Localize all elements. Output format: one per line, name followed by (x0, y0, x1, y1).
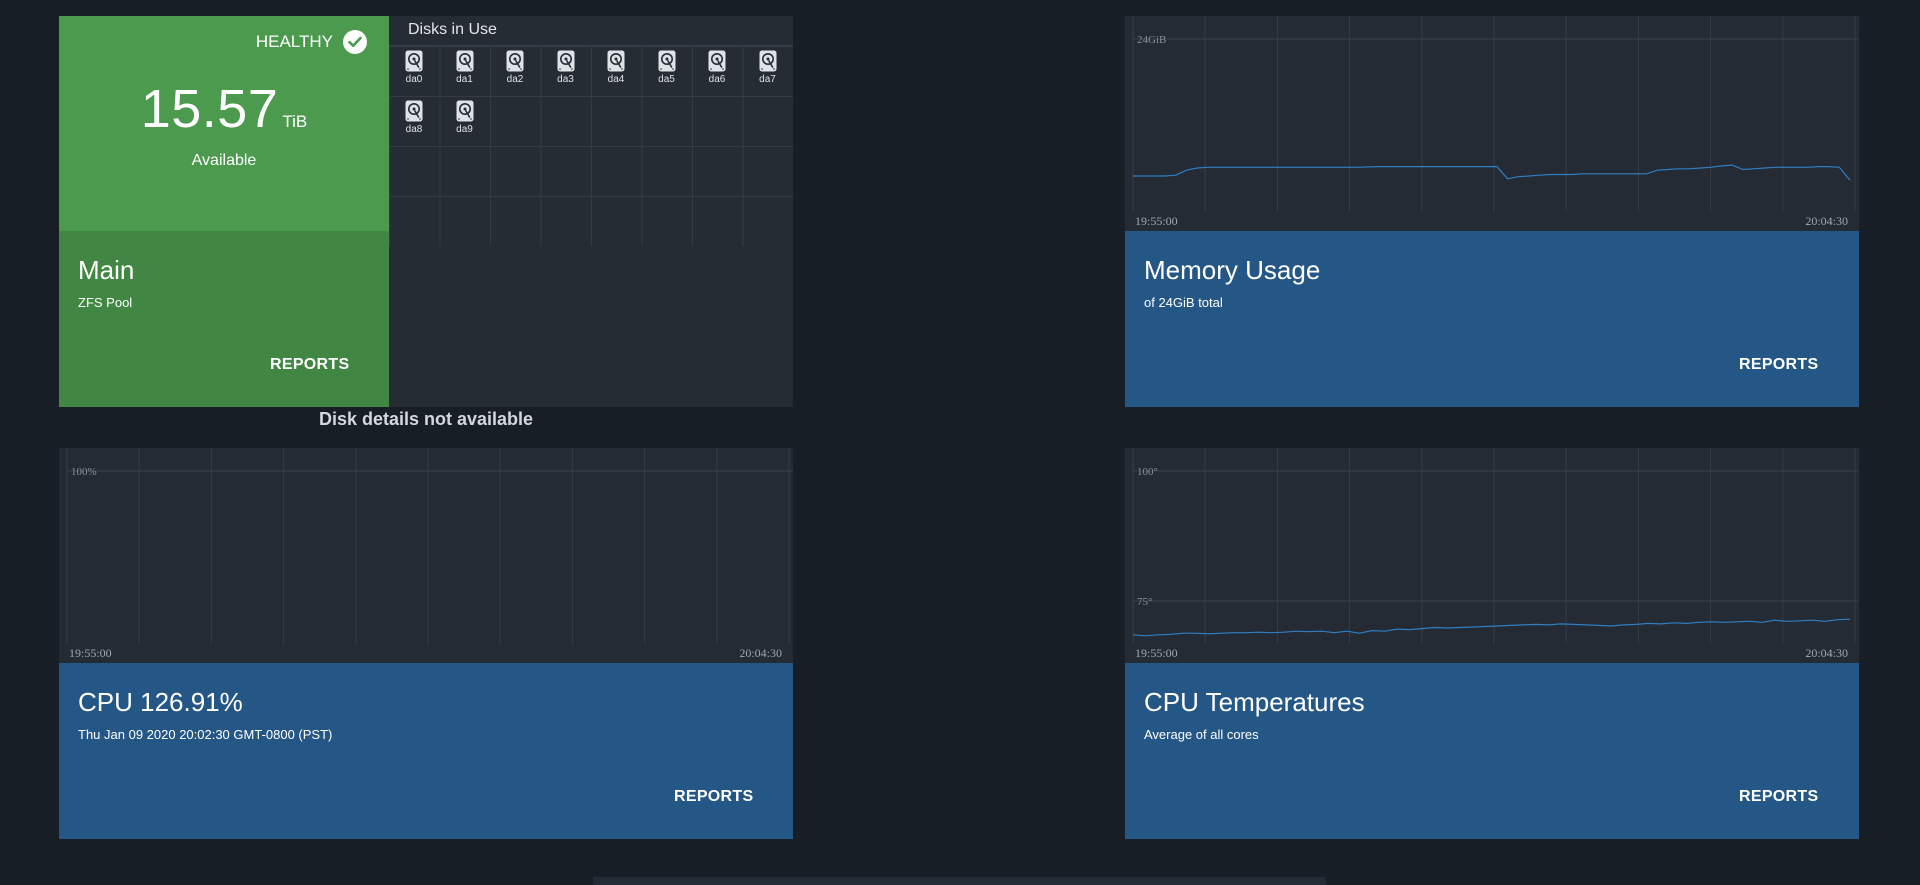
pool-type: ZFS Pool (78, 295, 133, 310)
memory-x-end: 20:04:30 (1805, 214, 1848, 228)
disk-grid: da0 da1 da2 da3 da4 da5 da6 da7 da8 da9 (389, 45, 793, 246)
disk-details-note: Disk details not available (318, 409, 534, 429)
cpu-subtitle: Thu Jan 09 2020 20:02:30 GMT-0800 (PST) (78, 727, 333, 742)
disk-label: da7 (759, 74, 776, 85)
pool-available-unit: TiB (282, 112, 308, 131)
disk-label: da2 (506, 74, 524, 85)
hard-drive-icon (456, 100, 473, 122)
hard-drive-icon (708, 50, 726, 72)
pool-available-value: 15.57 (140, 79, 279, 139)
cpu-title: CPU 126.91% (78, 687, 243, 717)
disk-item[interactable]: da2 (490, 50, 540, 85)
memory-title: Memory Usage (1144, 255, 1321, 285)
disk-label: da4 (607, 74, 625, 85)
cpu-info-panel: CPU 126.91% Thu Jan 09 2020 20:02:30 GMT… (59, 663, 793, 839)
disk-label: da1 (456, 74, 473, 85)
cpu-chart: 100% 19:55:00 20:04:30 (59, 448, 793, 663)
hard-drive-icon (506, 50, 524, 72)
memory-series-line (1133, 164, 1851, 181)
hard-drive-icon (405, 100, 423, 122)
disk-item[interactable]: da0 (389, 50, 439, 85)
hard-drive-icon (456, 50, 473, 72)
disk-item[interactable]: da1 (440, 50, 490, 85)
temps-subtitle: Average of all cores (1144, 727, 1259, 742)
temps-chart: 100° 75° 19:55:00 20:04:30 (1125, 448, 1859, 663)
disk-label: da0 (405, 74, 423, 85)
temps-info-panel: CPU Temperatures Average of all cores RE… (1125, 663, 1859, 839)
disk-label: da3 (557, 74, 574, 85)
memory-subtitle: of 24GiB total (1144, 295, 1223, 310)
hard-drive-icon (607, 50, 625, 72)
memory-chart: 24GiB 19:55:00 20:04:30 (1125, 16, 1859, 231)
disk-label: da5 (658, 74, 675, 85)
memory-chart-svg: 24GiB 19:55:00 20:04:30 (1132, 16, 1859, 228)
disks-panel: Disks in Use da0 da1 da2 da3 da4 da5 da6 da7 da8… (389, 16, 793, 407)
temps-card: 100° 75° 19:55:00 20:04:30 CPU Temperatu… (1125, 448, 1859, 839)
pool-status-label: HEALTHY (255, 32, 333, 51)
disk-label: da9 (456, 124, 473, 135)
hard-drive-icon (759, 50, 776, 72)
temps-chart-svg: 100° 75° 19:55:00 20:04:30 (1132, 448, 1859, 660)
memory-y-label: 24GiB (1137, 34, 1166, 46)
hard-drive-icon (405, 50, 423, 72)
memory-reports-button[interactable]: REPORTS (1739, 356, 1819, 373)
pool-health: HEALTHY (256, 30, 367, 54)
temps-x-end: 20:04:30 (1805, 646, 1848, 660)
disk-item[interactable]: da9 (440, 100, 490, 135)
cpu-chart-svg: 100% 19:55:00 20:04:30 (66, 448, 793, 660)
disk-label: da8 (405, 124, 423, 135)
disk-item[interactable]: da8 (389, 100, 439, 135)
pool-name: Main (78, 255, 135, 285)
memory-info-panel: Memory Usage of 24GiB total REPORTS (1125, 231, 1859, 407)
disk-item[interactable]: da4 (591, 50, 641, 85)
cpu-x-start: 19:55:00 (69, 646, 112, 660)
pool-available-label: Available (191, 152, 257, 169)
cpu-reports-button[interactable]: REPORTS (674, 788, 754, 805)
temps-y-label-mid: 75° (1137, 596, 1152, 608)
temps-title: CPU Temperatures (1144, 687, 1365, 717)
disk-item[interactable]: da7 (743, 50, 793, 85)
hard-drive-icon (557, 50, 574, 72)
disk-label: da6 (708, 74, 726, 85)
temps-reports-button[interactable]: REPORTS (1739, 788, 1819, 805)
hard-drive-icon (658, 50, 675, 72)
cpu-x-end: 20:04:30 (739, 646, 782, 660)
pool-reports-button[interactable]: REPORTS (270, 356, 350, 373)
disk-item[interactable]: da5 (642, 50, 692, 85)
memory-card: 24GiB 19:55:00 20:04:30 Memory Usage of … (1125, 16, 1859, 407)
pool-info-panel: Main ZFS Pool REPORTS (59, 231, 389, 407)
temps-y-label-top: 100° (1137, 466, 1158, 478)
cpu-y-label: 100% (71, 466, 97, 478)
temps-x-start: 19:55:00 (1135, 646, 1178, 660)
disk-item[interactable]: da3 (541, 50, 591, 85)
memory-x-start: 19:55:00 (1135, 214, 1178, 228)
check-circle-icon (343, 30, 367, 54)
temps-series-line (1132, 618, 1851, 637)
cpu-card: 100% 19:55:00 20:04:30 CPU 126.91% Thu J… (59, 448, 793, 839)
next-card-edge (593, 877, 1326, 885)
disks-title: Disks in Use (408, 21, 497, 38)
disk-item[interactable]: da6 (692, 50, 742, 85)
